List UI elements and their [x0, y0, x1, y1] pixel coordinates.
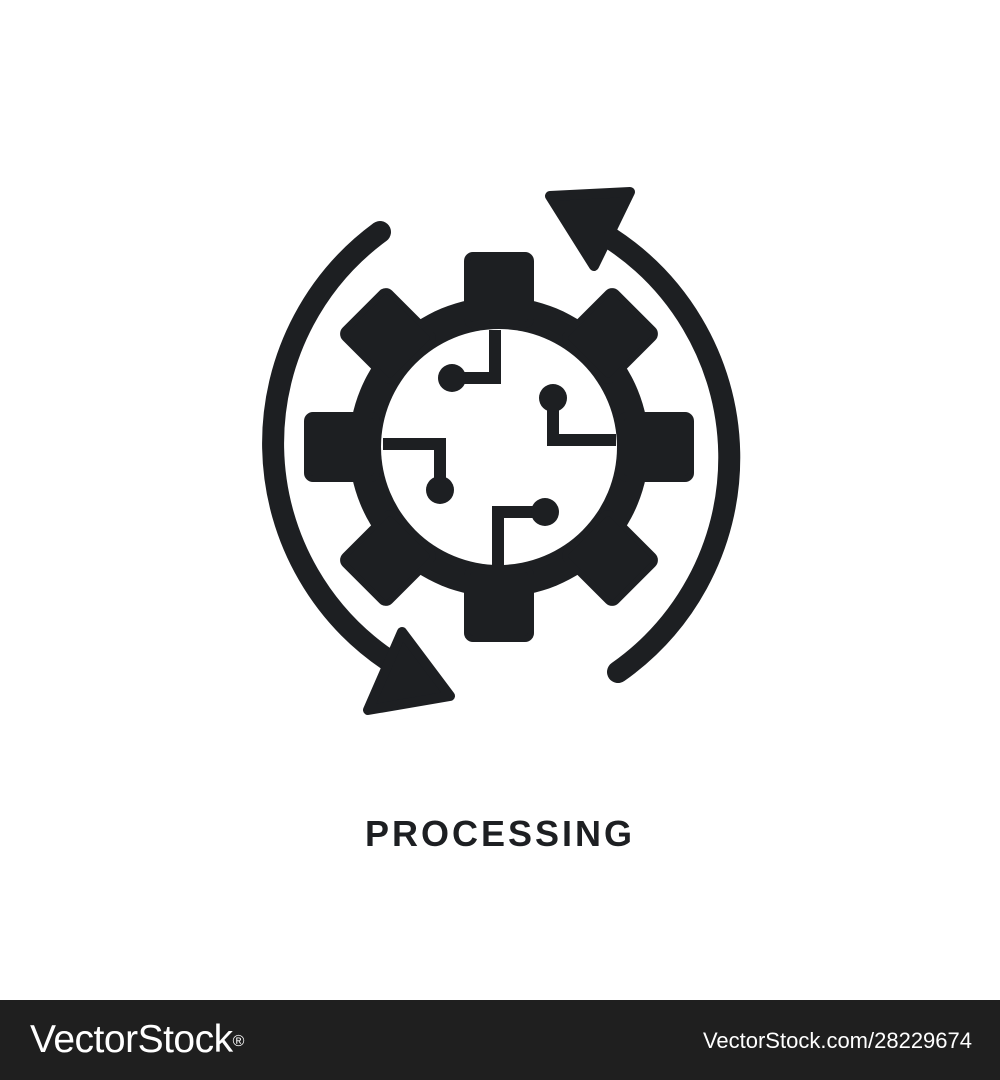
- processing-icon: [262, 187, 741, 715]
- circuit-traces-icon: [383, 330, 616, 566]
- vectorstock-brand: VectorStock®: [30, 1018, 244, 1062]
- circuit-nodes-icon: [426, 364, 567, 526]
- icon-caption: PROCESSING: [364, 813, 636, 854]
- watermark-footer: VectorStock® VectorStock.com/28229674: [0, 1000, 1000, 1080]
- left-arrowhead-icon: [363, 627, 455, 715]
- gear-icon: [304, 252, 694, 642]
- image-id-url: VectorStock.com/28229674: [702, 1028, 972, 1053]
- right-arc-arrow-icon: [599, 227, 741, 683]
- registered-mark: ®: [232, 1033, 245, 1050]
- right-arrowhead-icon: [545, 187, 635, 271]
- left-arc-arrow-icon: [262, 221, 399, 671]
- brand-name: VectorStock: [30, 1018, 233, 1061]
- processing-icon-svg: [262, 187, 741, 715]
